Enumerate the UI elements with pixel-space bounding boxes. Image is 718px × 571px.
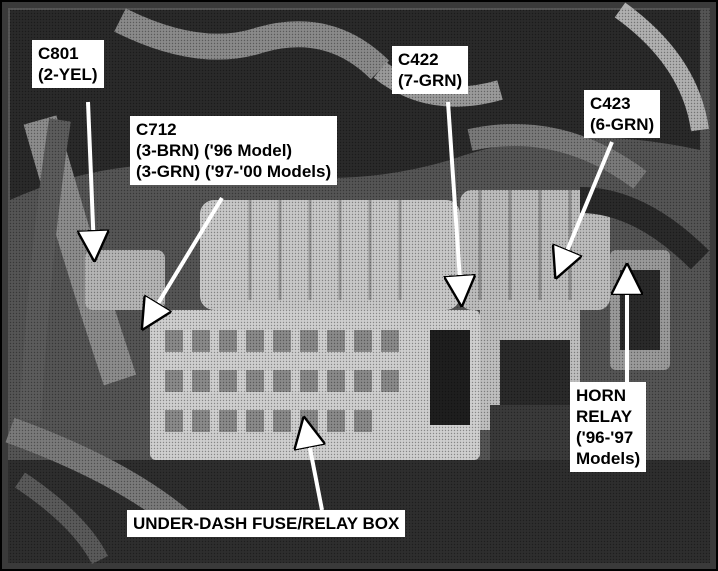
arrow-fuse-box xyxy=(306,428,322,511)
c801-id: C801 xyxy=(38,44,79,63)
c801-desc: (2-YEL) xyxy=(38,65,98,84)
horn-relay-line1: HORN xyxy=(576,386,627,405)
arrow-c801 xyxy=(88,101,94,250)
callout-fuse-box: UNDER-DASH FUSE/RELAY BOX xyxy=(127,510,406,537)
c712-desc-96: (3-BRN) ('96 Model) xyxy=(136,141,293,160)
arrow-c712 xyxy=(148,196,224,320)
callout-horn-relay: HORN RELAY ('96-'97 Models) xyxy=(570,382,647,472)
c423-desc: (6-GRN) xyxy=(590,115,655,134)
c422-desc: (7-GRN) xyxy=(398,71,463,90)
horn-relay-line3: ('96-'97 xyxy=(576,428,634,447)
arrow-c422 xyxy=(448,101,461,295)
callout-c422: C422 (7-GRN) xyxy=(392,46,469,94)
fuse-box-name: UNDER-DASH FUSE/RELAY BOX xyxy=(133,514,400,533)
callout-arrows xyxy=(88,101,627,511)
arrow-c423 xyxy=(560,141,614,268)
callout-c801: C801 (2-YEL) xyxy=(32,40,104,88)
c712-desc-97-00: (3-GRN) ('97-'00 Models) xyxy=(136,162,332,181)
callout-c423: C423 (6-GRN) xyxy=(584,90,661,138)
callout-c712: C712 (3-BRN) ('96 Model) (3-GRN) ('97-'0… xyxy=(130,116,338,185)
c712-id: C712 xyxy=(136,120,177,139)
c422-id: C422 xyxy=(398,50,439,69)
horn-relay-line4: Models) xyxy=(576,449,641,468)
horn-relay-line2: RELAY xyxy=(576,407,633,426)
c423-id: C423 xyxy=(590,94,631,113)
